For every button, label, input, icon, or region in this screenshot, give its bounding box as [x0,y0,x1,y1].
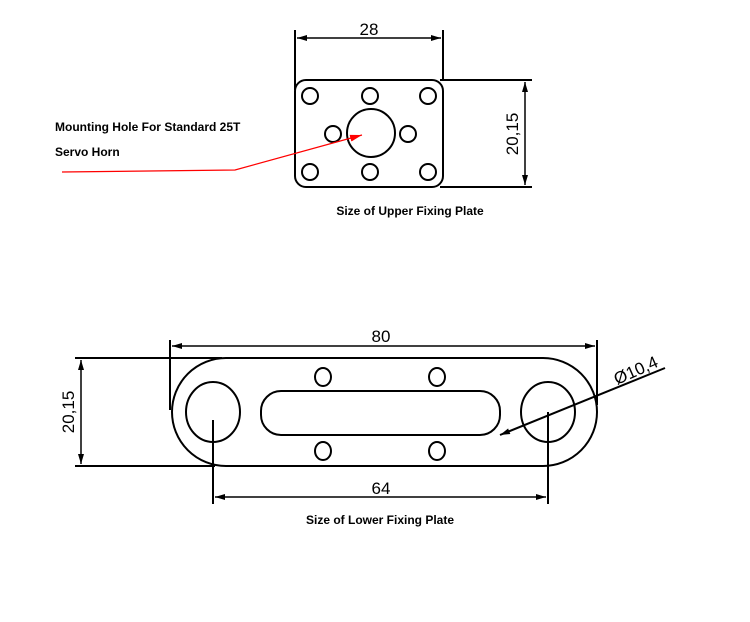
upper-plate-outline [294,79,444,188]
upper-height-dimension: 20,15 [440,79,532,188]
mount-hole [301,163,319,181]
hole-diameter-dimension: Ø10,4 [499,352,666,436]
mount-hole [301,87,319,105]
servo-horn-hole [346,108,396,158]
mount-hole [419,163,437,181]
small-hole [428,441,446,461]
mount-hole [361,87,379,105]
mount-hole [399,125,417,143]
small-hole [314,441,332,461]
annotation-line-1: Mounting Hole For Standard 25T [55,120,241,134]
lower-caption: Size of Lower Fixing Plate [306,513,454,527]
lower-height-label: 20,15 [59,391,78,434]
upper-width-dimension: 28 [294,20,444,90]
hole-spacing-dimension: 64 [212,412,549,504]
lower-plate-outline [171,357,598,467]
upper-caption: Size of Upper Fixing Plate [336,204,484,218]
servo-horn-annotation: Mounting Hole For Standard 25T Servo Hor… [55,120,363,173]
hole-spacing-label: 64 [372,479,391,498]
lower-width-label: 80 [372,327,391,346]
upper-plate [294,79,444,188]
upper-height-label: 20,15 [503,113,522,156]
center-slot [260,390,501,436]
lower-plate [171,357,598,467]
lower-height-dimension: 20,15 [59,357,222,467]
leader-arrow [61,134,363,173]
mount-hole [419,87,437,105]
mount-hole [361,163,379,181]
small-hole [428,367,446,387]
upper-width-label: 28 [360,20,379,39]
mount-hole [324,125,342,143]
small-hole [314,367,332,387]
annotation-line-2: Servo Horn [55,145,120,159]
lower-width-dimension: 80 [169,327,598,410]
hole-diameter-label: Ø10,4 [611,352,661,388]
